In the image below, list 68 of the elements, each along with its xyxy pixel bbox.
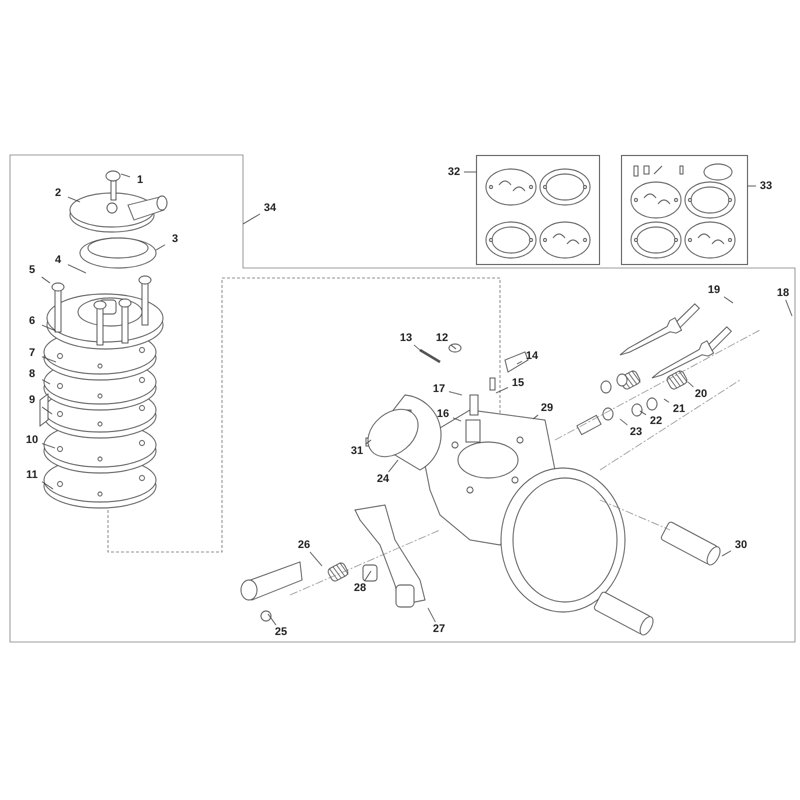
- leader-line: [42, 481, 54, 490]
- leader-line: [42, 443, 56, 448]
- leader-line: [428, 608, 436, 622]
- callout-number: 9: [22, 393, 42, 407]
- leader-line: [364, 570, 372, 582]
- callout-number: 13: [396, 331, 416, 345]
- callout-number: 12: [432, 331, 452, 345]
- callout-number: 16: [433, 407, 453, 421]
- callout-number: 24: [373, 472, 393, 486]
- leader-line: [42, 356, 56, 362]
- callout-number: 1: [130, 173, 150, 187]
- leader-line: [120, 174, 130, 178]
- leader-line: [532, 414, 538, 420]
- callout-number: 33: [756, 179, 776, 193]
- leader-line: [620, 418, 628, 426]
- leader-line: [41, 276, 50, 284]
- gasket-kit-box: [621, 155, 748, 265]
- callout-number: 31: [347, 444, 367, 458]
- leader-line: [42, 379, 50, 384]
- callout-number: 4: [48, 253, 68, 267]
- leader-line: [388, 460, 398, 472]
- leader-line: [156, 244, 166, 250]
- callout-number: 17: [429, 382, 449, 396]
- callout-number: 26: [294, 538, 314, 552]
- callout-number: 30: [731, 538, 751, 552]
- leader-line: [688, 382, 694, 388]
- callout-number: 2: [48, 186, 68, 200]
- leader-line: [414, 344, 422, 352]
- gasket-kit-box: [476, 155, 600, 265]
- leader-line: [310, 552, 322, 566]
- leader-line: [242, 214, 260, 224]
- callout-number: 3: [165, 232, 185, 246]
- callout-number: 14: [522, 349, 542, 363]
- leader-line: [450, 344, 456, 350]
- callout-number: 10: [22, 433, 42, 447]
- leader-line: [496, 387, 508, 394]
- callout-number: 34: [260, 201, 280, 215]
- callout-number: 21: [669, 402, 689, 416]
- callout-number: 15: [508, 376, 528, 390]
- leader-line: [516, 360, 522, 364]
- callout-number: 27: [429, 622, 449, 636]
- callout-number: 23: [626, 425, 646, 439]
- leader-line: [640, 410, 646, 416]
- leader-line: [664, 398, 670, 403]
- leader-line: [448, 391, 462, 396]
- callout-number: 25: [271, 625, 291, 639]
- callout-number: 32: [444, 165, 464, 179]
- leader-line: [785, 300, 792, 316]
- leader-line: [452, 418, 462, 422]
- leader-line: [722, 550, 732, 556]
- leader-line: [68, 264, 86, 274]
- callout-number: 22: [646, 414, 666, 428]
- callout-number: 5: [22, 263, 42, 277]
- leader-line: [42, 324, 56, 332]
- callout-number: 28: [350, 581, 370, 595]
- callout-number: 7: [22, 346, 42, 360]
- callout-number: 18: [773, 286, 793, 300]
- callout-number: 19: [704, 283, 724, 297]
- callout-number: 29: [537, 401, 557, 415]
- leader-line: [268, 614, 276, 626]
- callout-number: 11: [22, 468, 42, 482]
- callout-number: 8: [22, 367, 42, 381]
- leader-line: [366, 440, 372, 444]
- leader-line: [68, 196, 80, 202]
- callout-number: 20: [691, 387, 711, 401]
- leader-line: [724, 296, 734, 304]
- callout-number: 6: [22, 314, 42, 328]
- leader-line: [42, 406, 52, 414]
